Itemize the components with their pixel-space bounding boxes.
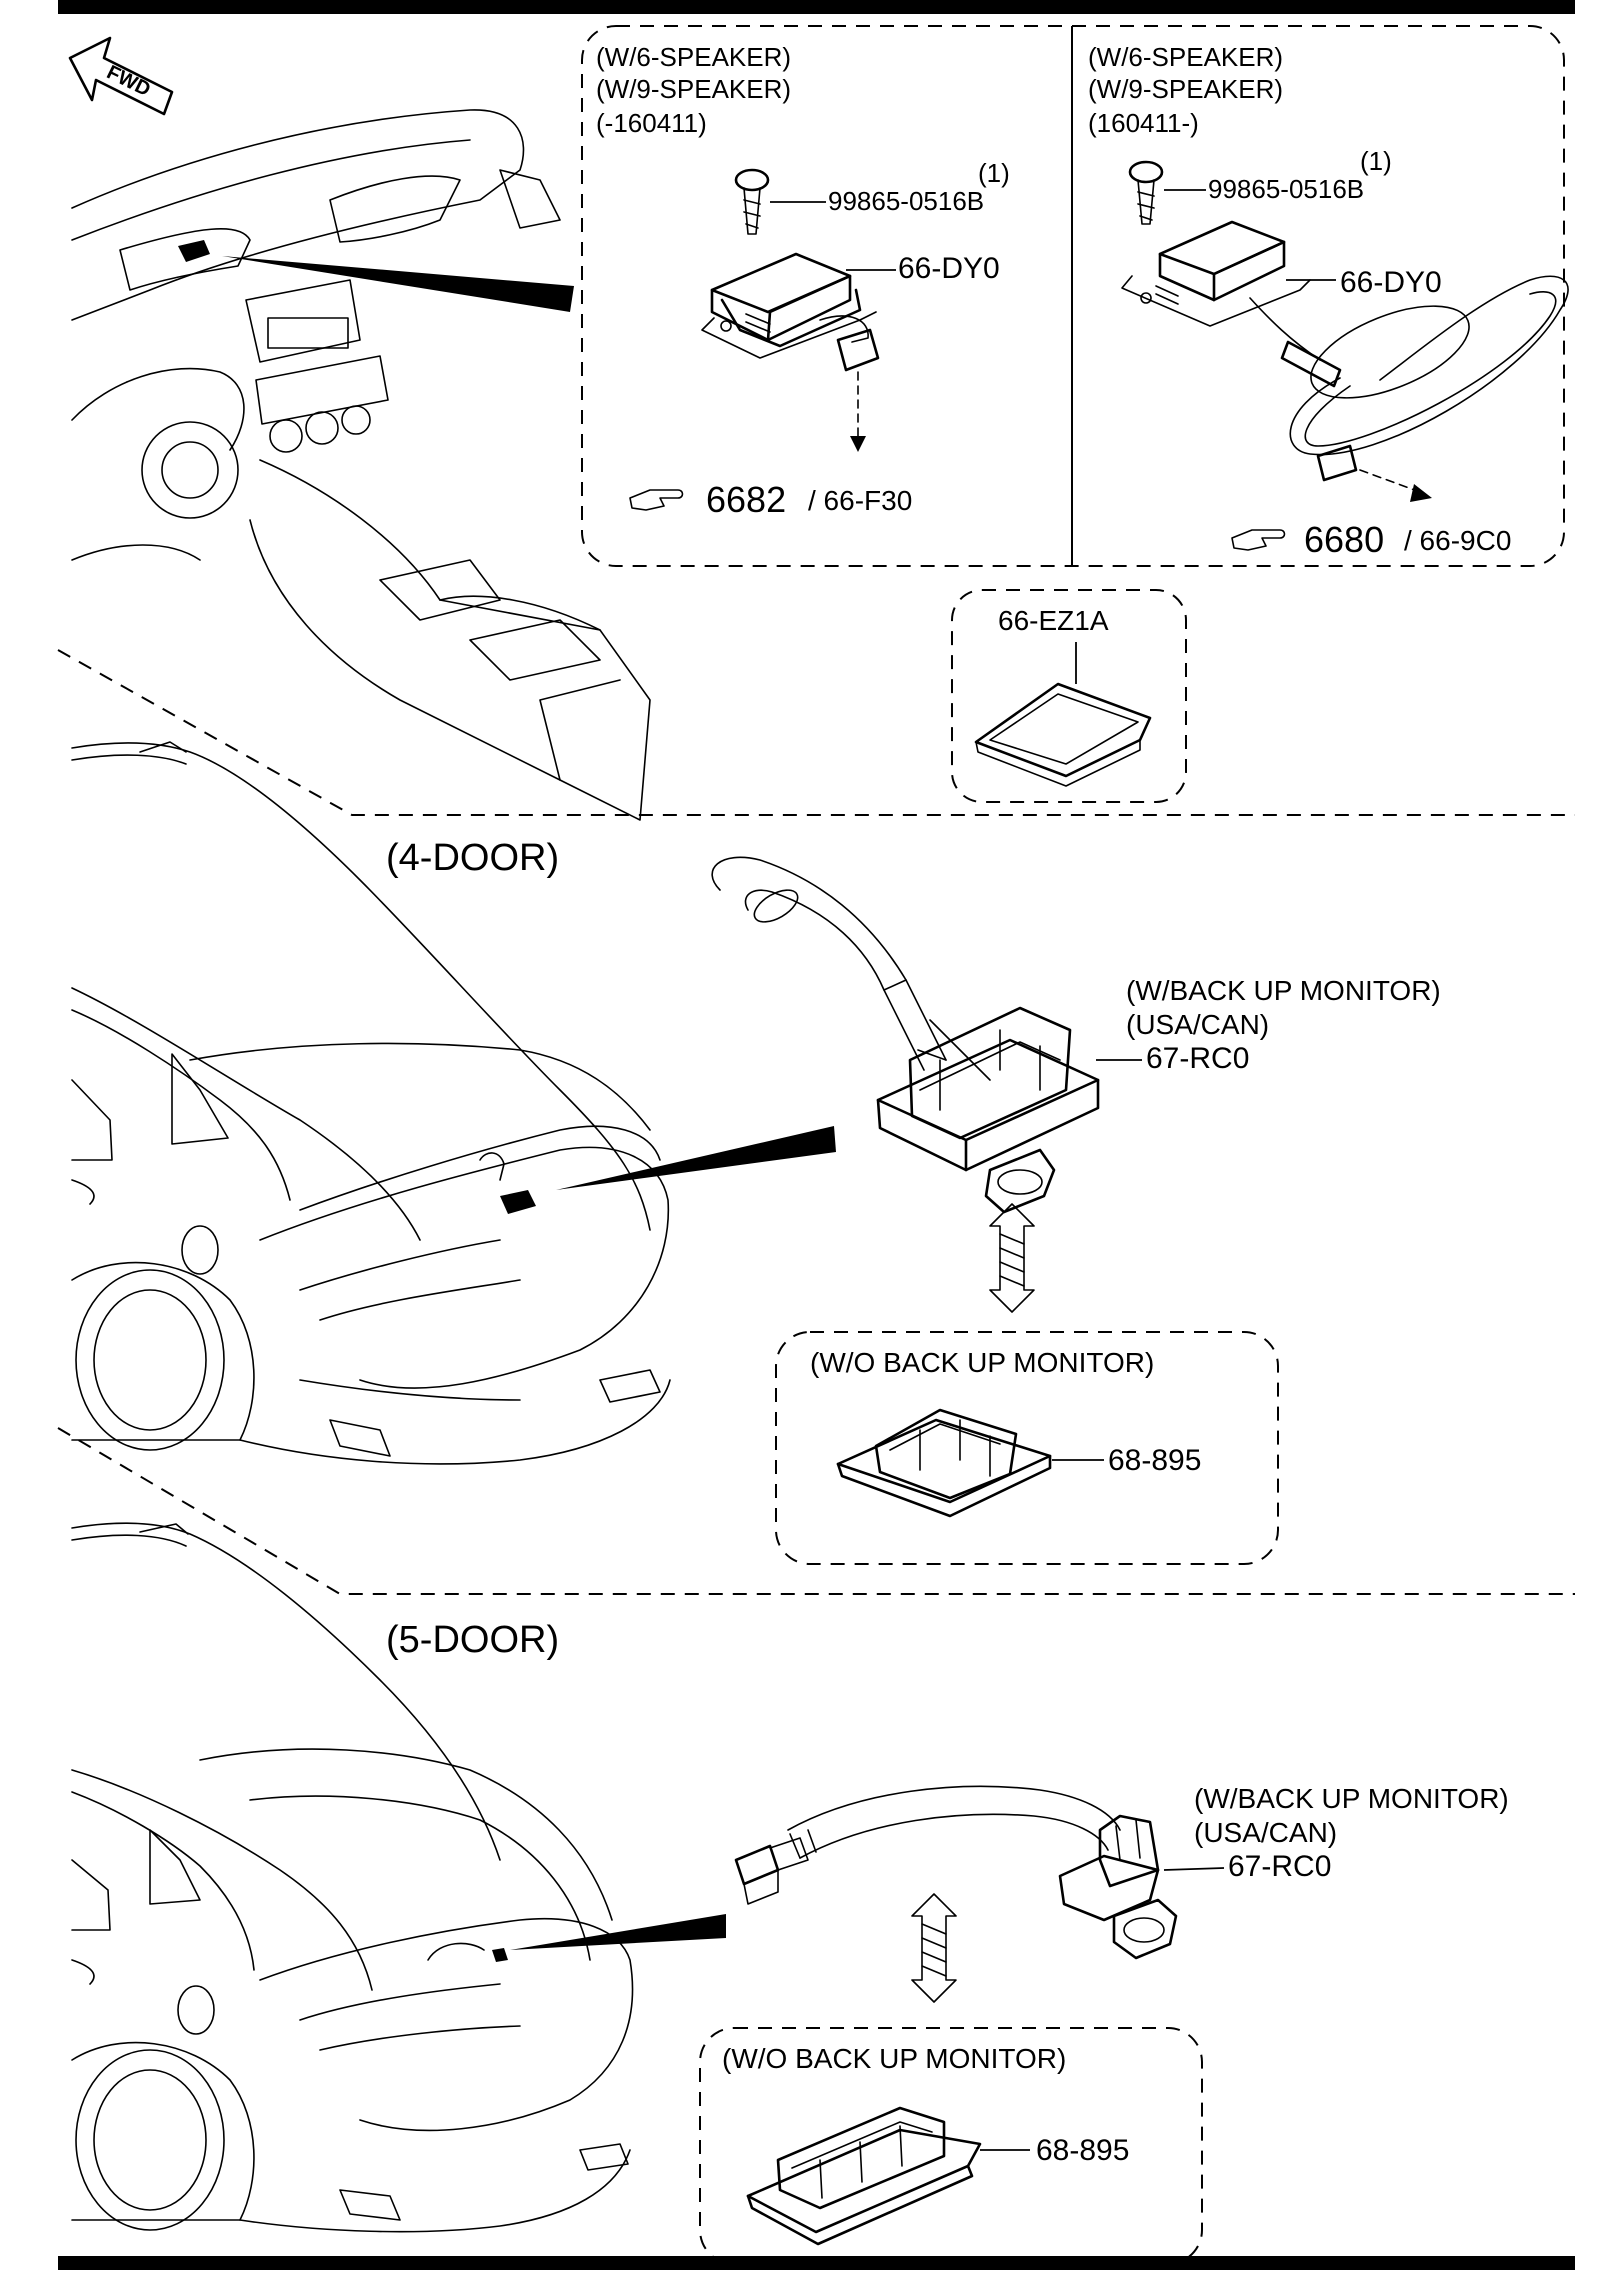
- right-ref-number: 6680: [1304, 519, 1384, 560]
- four-door-cover-part: 68-895: [1108, 1444, 1201, 1477]
- screw-icon: [734, 168, 770, 235]
- right-note-3: (160411-): [1088, 108, 1199, 138]
- camera-body-icon: [876, 1006, 1100, 1214]
- dashboard-illustration: [71, 109, 651, 821]
- four-door-cover-panel-frame: [775, 1331, 1279, 1565]
- left-note-2: (W/9-SPEAKER): [596, 74, 791, 104]
- nav-unit-icon: [701, 252, 880, 372]
- top-border-bar: [58, 0, 1575, 14]
- four-door-car-illustration: [71, 741, 836, 1465]
- left-arrowhead: [850, 436, 866, 452]
- right-note-1: (W/6-SPEAKER): [1088, 42, 1283, 72]
- nav-unit-right-variant: (W/6-SPEAKER) (W/9-SPEAKER) (160411-) (1…: [1088, 42, 1569, 560]
- four-door-alternative-arrow-icon: [989, 1203, 1035, 1313]
- right-ref-pointer-icon: [1231, 529, 1286, 551]
- sd-card: 66-EZ1A: [974, 605, 1152, 787]
- five-door-leader-wedge: [510, 1914, 726, 1950]
- five-door-car-illustration: [71, 1522, 726, 2233]
- five-door-cover-panel-frame: [699, 2027, 1203, 2265]
- left-ref-pointer-icon: [629, 489, 684, 511]
- screw-icon: [1128, 160, 1164, 225]
- left-unit-part: 66-DY0: [898, 252, 1000, 285]
- section-divider-dash-1: [57, 649, 1575, 816]
- camera-cable-icon: [711, 856, 991, 1081]
- camera-body-icon: [1058, 1814, 1178, 1960]
- sd-card-icon: [974, 682, 1152, 787]
- five-door-cover-note: (W/O BACK UP MONITOR): [722, 2043, 1066, 2074]
- camera-cable-icon: [734, 1785, 1121, 1905]
- right-screw-part: 99865-0516B: [1208, 174, 1364, 204]
- four-door-camera-part: 67-RC0: [1146, 1042, 1249, 1075]
- right-connector-arrow: [1359, 469, 1421, 493]
- left-note-3: (-160411): [596, 108, 707, 138]
- right-qty: (1): [1360, 146, 1392, 176]
- five-door-cover: (W/O BACK UP MONITOR) 68-895: [722, 2043, 1129, 2246]
- left-ref-suffix: / 66-F30: [808, 485, 912, 516]
- four-door-cover-note: (W/O BACK UP MONITOR): [810, 1347, 1154, 1378]
- camera-location-icon: [500, 1190, 536, 1214]
- five-door-camera-leader: [1163, 1867, 1225, 1871]
- left-ref-number: 6682: [706, 479, 786, 520]
- four-door-camera-note-1: (W/BACK UP MONITOR): [1126, 975, 1441, 1006]
- sd-card-panel-frame: [951, 589, 1187, 803]
- four-door-title: (4-DOOR): [386, 837, 559, 879]
- fwd-arrow-icon: FWD: [68, 36, 174, 116]
- left-screw-part: 99865-0516B: [828, 186, 984, 216]
- sd-card-part: 66-EZ1A: [998, 605, 1109, 636]
- five-door-camera-note-1: (W/BACK UP MONITOR): [1194, 1783, 1509, 1814]
- nav-unit-left-variant: (W/6-SPEAKER) (W/9-SPEAKER) (-160411) (1…: [596, 42, 1010, 520]
- five-door-camera-note-2: (USA/CAN): [1194, 1817, 1337, 1848]
- four-door-camera-note-2: (USA/CAN): [1126, 1009, 1269, 1040]
- five-door-alternative-arrow-icon: [911, 1893, 957, 2003]
- right-arrowhead: [1410, 484, 1432, 502]
- cover-plug-icon: [746, 2106, 982, 2246]
- right-unit-part: 66-DY0: [1340, 266, 1442, 299]
- four-door-leader-wedge: [556, 1126, 836, 1190]
- cover-plug-icon: [836, 1408, 1052, 1518]
- right-note-2: (W/9-SPEAKER): [1088, 74, 1283, 104]
- left-note-1: (W/6-SPEAKER): [596, 42, 791, 72]
- five-door-title: (5-DOOR): [386, 1619, 559, 1661]
- camera-location-icon: [492, 1948, 508, 1962]
- dashboard-leader-wedge: [222, 256, 574, 312]
- right-ref-suffix: / 66-9C0: [1404, 525, 1511, 556]
- five-door-camera: (W/BACK UP MONITOR) (USA/CAN) 67-RC0: [734, 1783, 1509, 1960]
- five-door-camera-part: 67-RC0: [1228, 1850, 1331, 1883]
- section-divider-dash-2: [57, 1427, 1575, 1595]
- nav-unit-location-icon: [178, 240, 210, 262]
- nav-unit-icon: [1121, 220, 1569, 482]
- four-door-camera: (W/BACK UP MONITOR) (USA/CAN) 67-RC0: [711, 856, 1441, 1214]
- four-door-cover: (W/O BACK UP MONITOR) 68-895: [810, 1347, 1201, 1518]
- five-door-cover-part: 68-895: [1036, 2134, 1129, 2167]
- left-qty: (1): [978, 158, 1010, 188]
